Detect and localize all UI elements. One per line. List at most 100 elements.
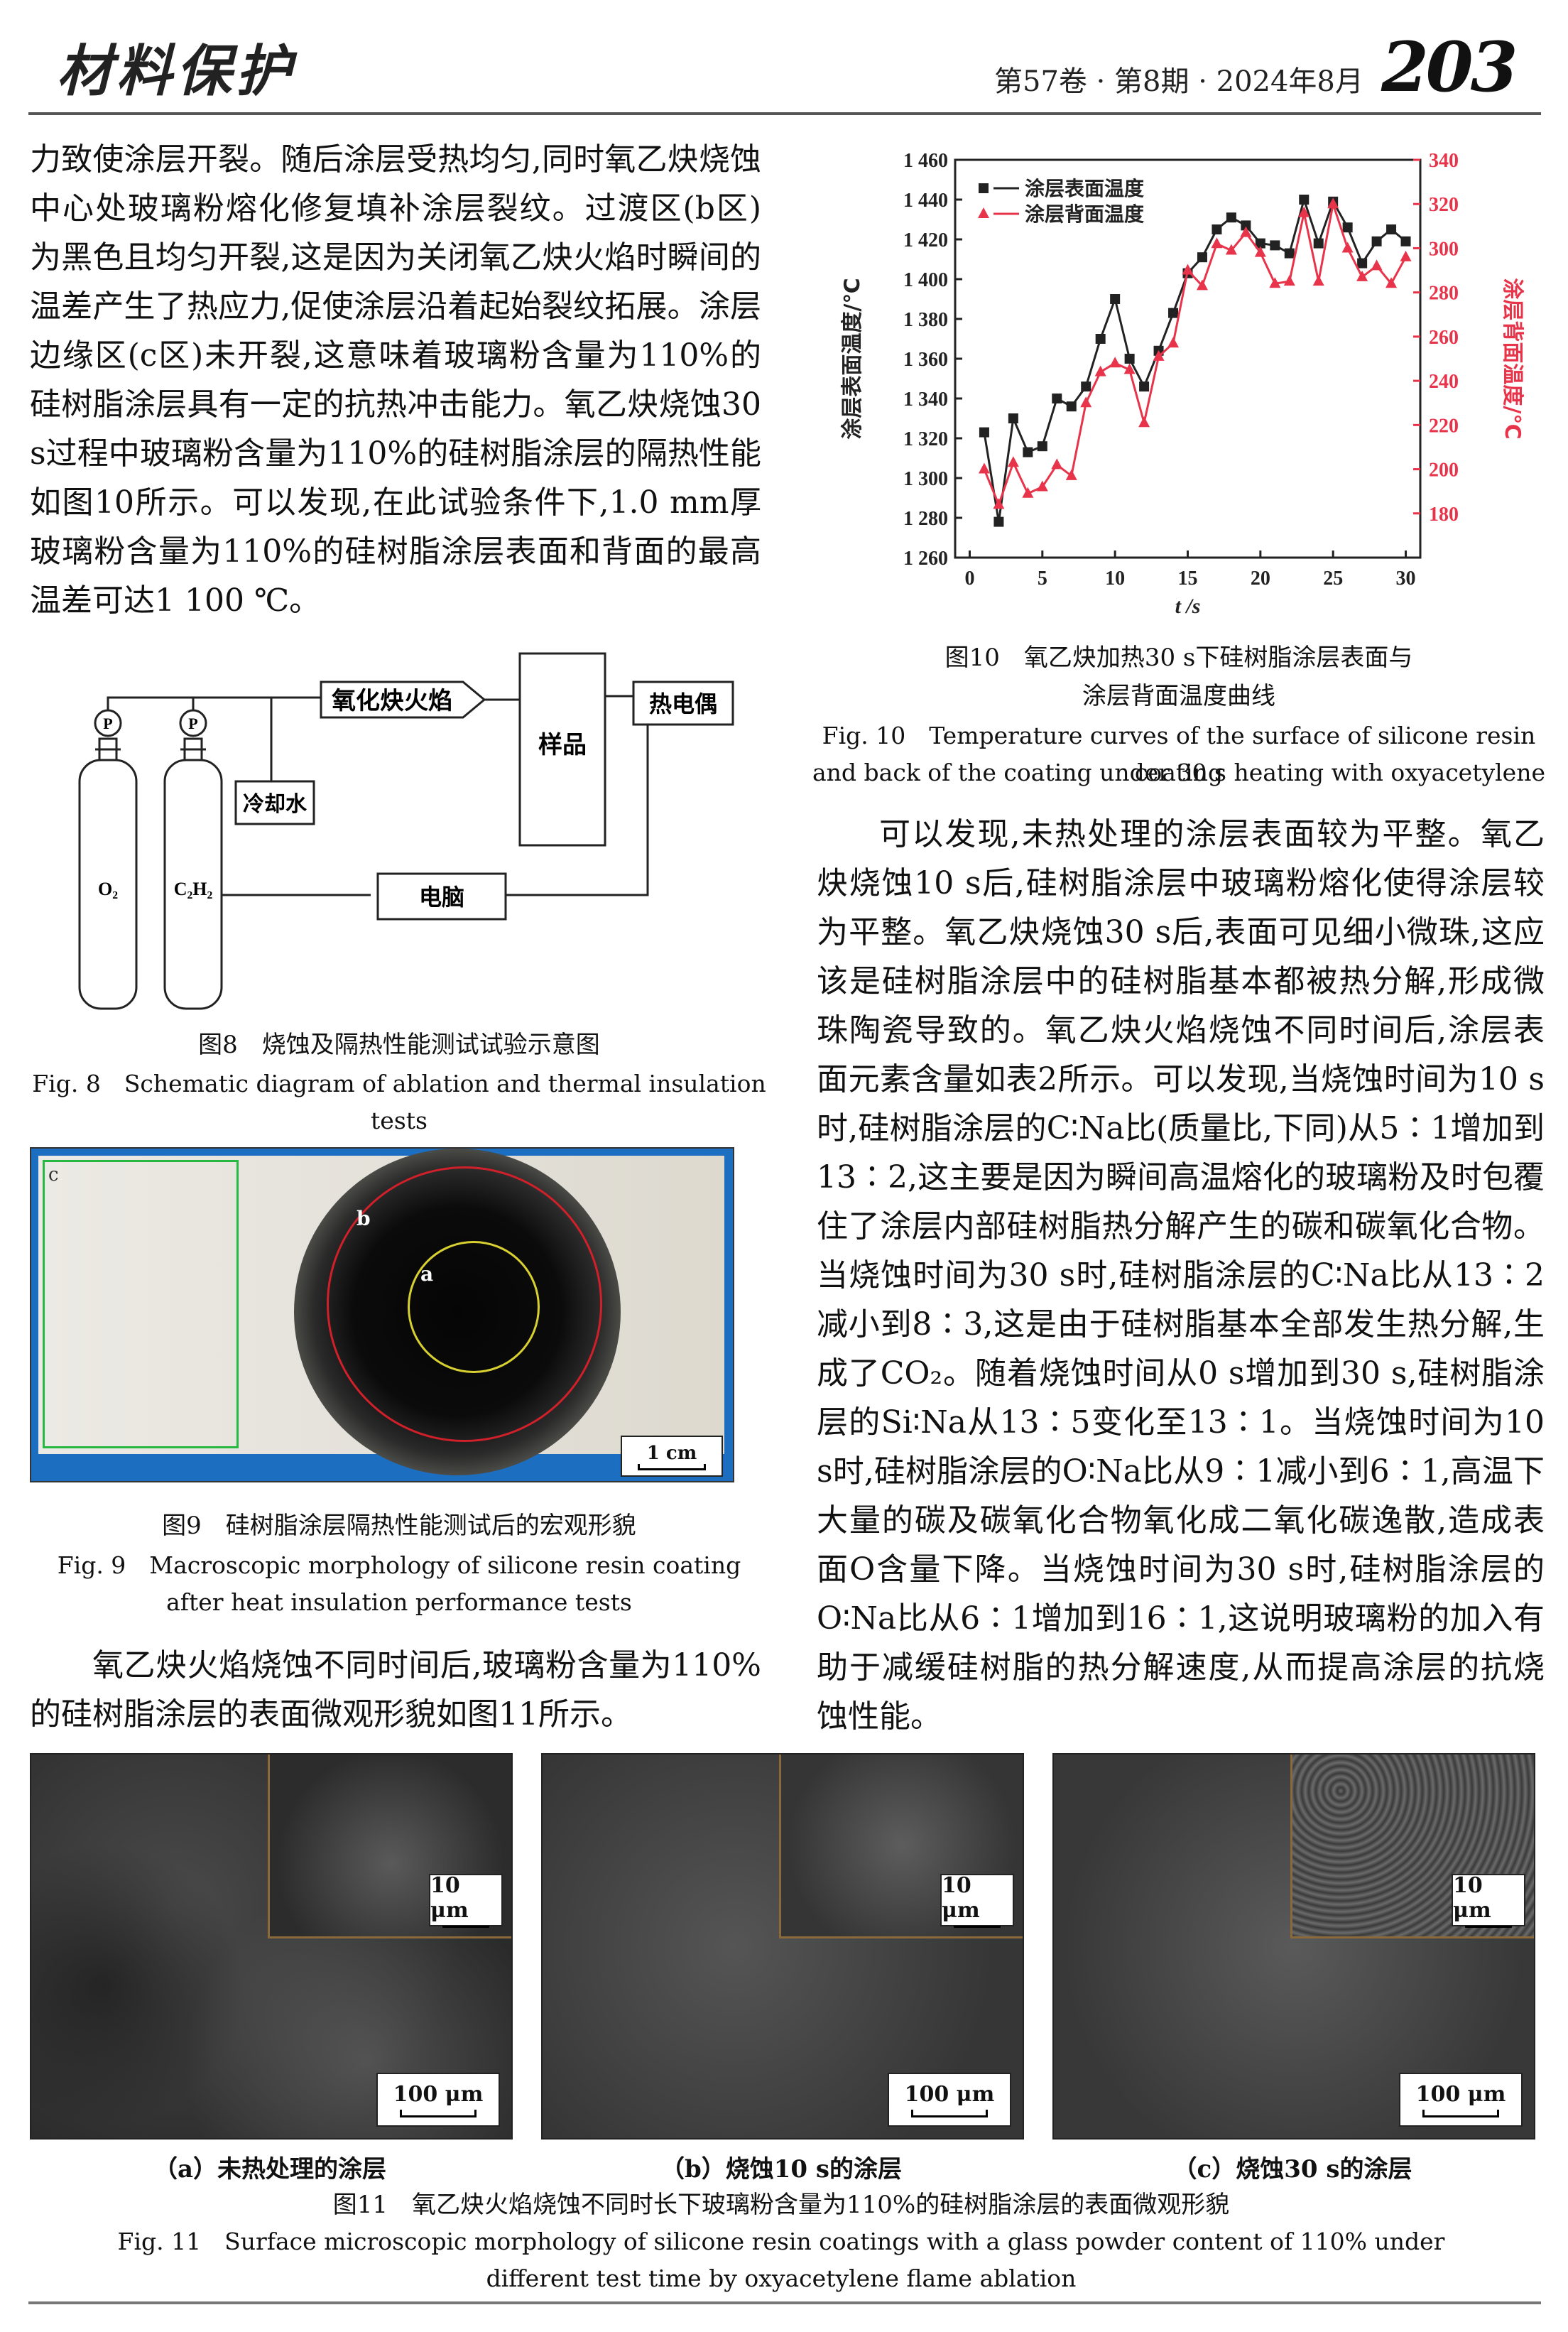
- journal-logo: 材料保护: [57, 39, 296, 104]
- data-point: [1356, 270, 1368, 281]
- fig11-panel-a-label: （a）未热处理的涂层: [153, 2155, 387, 2184]
- region-a-label: a: [420, 1262, 434, 1286]
- fig11-caption-en-1: Fig. 11 Surface microscopic morphology o…: [117, 2228, 1445, 2255]
- data-point: [1051, 458, 1063, 470]
- data-point: [1037, 441, 1047, 452]
- region-c-rectangle: [43, 1160, 239, 1448]
- data-point: [1298, 206, 1310, 217]
- computer-label: 电脑: [419, 884, 464, 911]
- sem-panel-c: 10 μm 100 μm: [1052, 1753, 1535, 2140]
- fig11-caption-en-2: different test time by oxyacetylene flam…: [486, 2265, 1077, 2292]
- sem-panel-a: 10 μm 100 μm: [30, 1753, 513, 2140]
- legend-label: 涂层背面温度: [1025, 202, 1144, 226]
- y-left-tick-label: 1 340: [903, 389, 948, 411]
- data-point: [1036, 480, 1048, 492]
- data-point: [1094, 365, 1106, 376]
- fig10-caption-en-2: and back of the coating under 30 s heati…: [812, 759, 1545, 786]
- data-point: [1167, 337, 1180, 348]
- inset-scale-bar: 10 μm: [429, 1873, 503, 1928]
- data-point: [1212, 224, 1222, 234]
- y-right-tick-label: 300: [1429, 238, 1459, 260]
- sample-box: [518, 652, 606, 847]
- y-right-tick-label: 340: [1429, 150, 1459, 172]
- y-right-tick-label: 280: [1429, 283, 1459, 305]
- data-point: [1182, 264, 1194, 275]
- fig9-caption-en-2: after heat insulation performance tests: [166, 1588, 632, 1616]
- y-left-tick-label: 1 260: [903, 548, 948, 570]
- data-point: [1254, 246, 1266, 257]
- y-left-tick-label: 1 300: [903, 468, 948, 490]
- right-column-text: 可以发现,未热处理的涂层表面较为平整。氧乙炔烧蚀10 s后,硅树脂涂层中玻璃粉熔…: [817, 810, 1545, 1741]
- y-right-tick-label: 320: [1429, 194, 1459, 216]
- paragraph: 氧乙炔火焰烧蚀不同时间后,玻璃粉含量为110%的硅树脂涂层的表面微观形貌如图11…: [30, 1647, 761, 1732]
- data-point: [1241, 220, 1251, 231]
- data-point: [1283, 275, 1295, 286]
- data-point: [1153, 349, 1165, 361]
- data-point: [1255, 238, 1265, 249]
- data-point: [1081, 381, 1091, 392]
- data-point: [1139, 381, 1150, 392]
- y-right-tick-label: 240: [1429, 371, 1459, 393]
- x-tick-label: 20: [1251, 568, 1270, 590]
- region-c-label: c: [48, 1164, 59, 1186]
- cooling-water-label: 冷却水: [243, 792, 307, 817]
- fig9-caption-cn: 图9 硅树脂涂层隔热性能测试后的宏观形貌: [162, 1512, 636, 1540]
- data-point: [1168, 308, 1179, 318]
- gauge-label: P: [103, 715, 112, 732]
- y-left-tick-label: 1 360: [903, 349, 948, 371]
- data-point: [1371, 259, 1383, 271]
- left-column-text-bottom: 氧乙炔火焰烧蚀不同时间后,玻璃粉含量为110%的硅树脂涂层的表面微观形貌如图11…: [30, 1641, 761, 1739]
- data-point: [1313, 238, 1324, 249]
- header-rule: [28, 112, 1541, 115]
- data-point: [1066, 401, 1077, 412]
- data-point: [1240, 226, 1252, 237]
- gauge-label: P: [188, 715, 197, 732]
- c2h2-label: C₂H₂: [174, 879, 213, 899]
- scale-label: 100 μm: [1415, 2082, 1506, 2107]
- data-point: [1008, 413, 1018, 423]
- data-point: [978, 462, 990, 474]
- data-point: [1284, 248, 1295, 259]
- fig11-caption-cn: 图11 氧乙炔火焰烧蚀不同时长下玻璃粉含量为110%的硅树脂涂层的表面微观形貌: [332, 2191, 1230, 2219]
- data-point: [1124, 354, 1135, 364]
- y-right-tick-label: 220: [1429, 415, 1459, 437]
- y-right-tick-label: 180: [1429, 504, 1459, 526]
- data-point: [1400, 236, 1411, 246]
- data-point: [979, 427, 989, 438]
- schematic-svg: P P 氧化炔火焰 样品 热电偶 冷却水 电脑 O₂ C₂H₂: [78, 652, 734, 1010]
- data-point: [1007, 456, 1019, 467]
- fig8-caption-cn: 图8 烧蚀及隔热性能测试试验示意图: [198, 1031, 600, 1059]
- fig10-caption-cn-2: 涂层背面温度曲线: [1082, 682, 1275, 710]
- y-left-tick-label: 1 440: [903, 190, 948, 212]
- data-point: [1110, 294, 1121, 304]
- paragraph: 可以发现,未热处理的涂层表面较为平整。氧乙炔烧蚀10 s后,硅树脂涂层中玻璃粉熔…: [817, 816, 1545, 1735]
- scale-label: 10 μm: [1453, 1872, 1491, 1923]
- data-point: [993, 516, 1004, 527]
- y-right-axis-label: 涂层背面温度/℃: [1500, 278, 1525, 439]
- footer-rule: [28, 2301, 1541, 2304]
- data-point: [1095, 334, 1106, 344]
- data-point: [1023, 447, 1033, 457]
- data-point: [1080, 396, 1092, 408]
- region-b-label: b: [356, 1207, 371, 1230]
- left-column-text-top: 力致使涂层开裂。随后涂层受热均匀,同时氧乙炔烧蚀中心处玻璃粉熔化修复填补涂层裂纹…: [30, 135, 761, 625]
- computer-box: [376, 872, 507, 921]
- fig8-caption-en: Fig. 8 Schematic diagram of ablation and…: [32, 1070, 766, 1134]
- fig9-scale-bar: 1 cm: [621, 1436, 723, 1477]
- region-a-circle: [408, 1241, 540, 1373]
- scale-label: 100 μm: [904, 2082, 995, 2107]
- data-point: [1299, 195, 1310, 205]
- inset-scale-bar: 10 μm: [1452, 1872, 1525, 1928]
- data-point: [1371, 236, 1382, 246]
- fig11-panel-b-label: （b）烧蚀10 s的涂层: [660, 2155, 903, 2184]
- scale-label: 100 μm: [393, 2082, 484, 2107]
- y-left-tick-label: 1 460: [903, 150, 948, 172]
- data-point: [1357, 258, 1368, 269]
- data-point: [1196, 279, 1208, 291]
- x-tick-label: 10: [1105, 568, 1125, 590]
- data-point: [1225, 244, 1237, 255]
- sem-panel-b: 10 μm 100 μm: [541, 1753, 1024, 2140]
- scale-bar: 100 μm: [888, 2073, 1011, 2127]
